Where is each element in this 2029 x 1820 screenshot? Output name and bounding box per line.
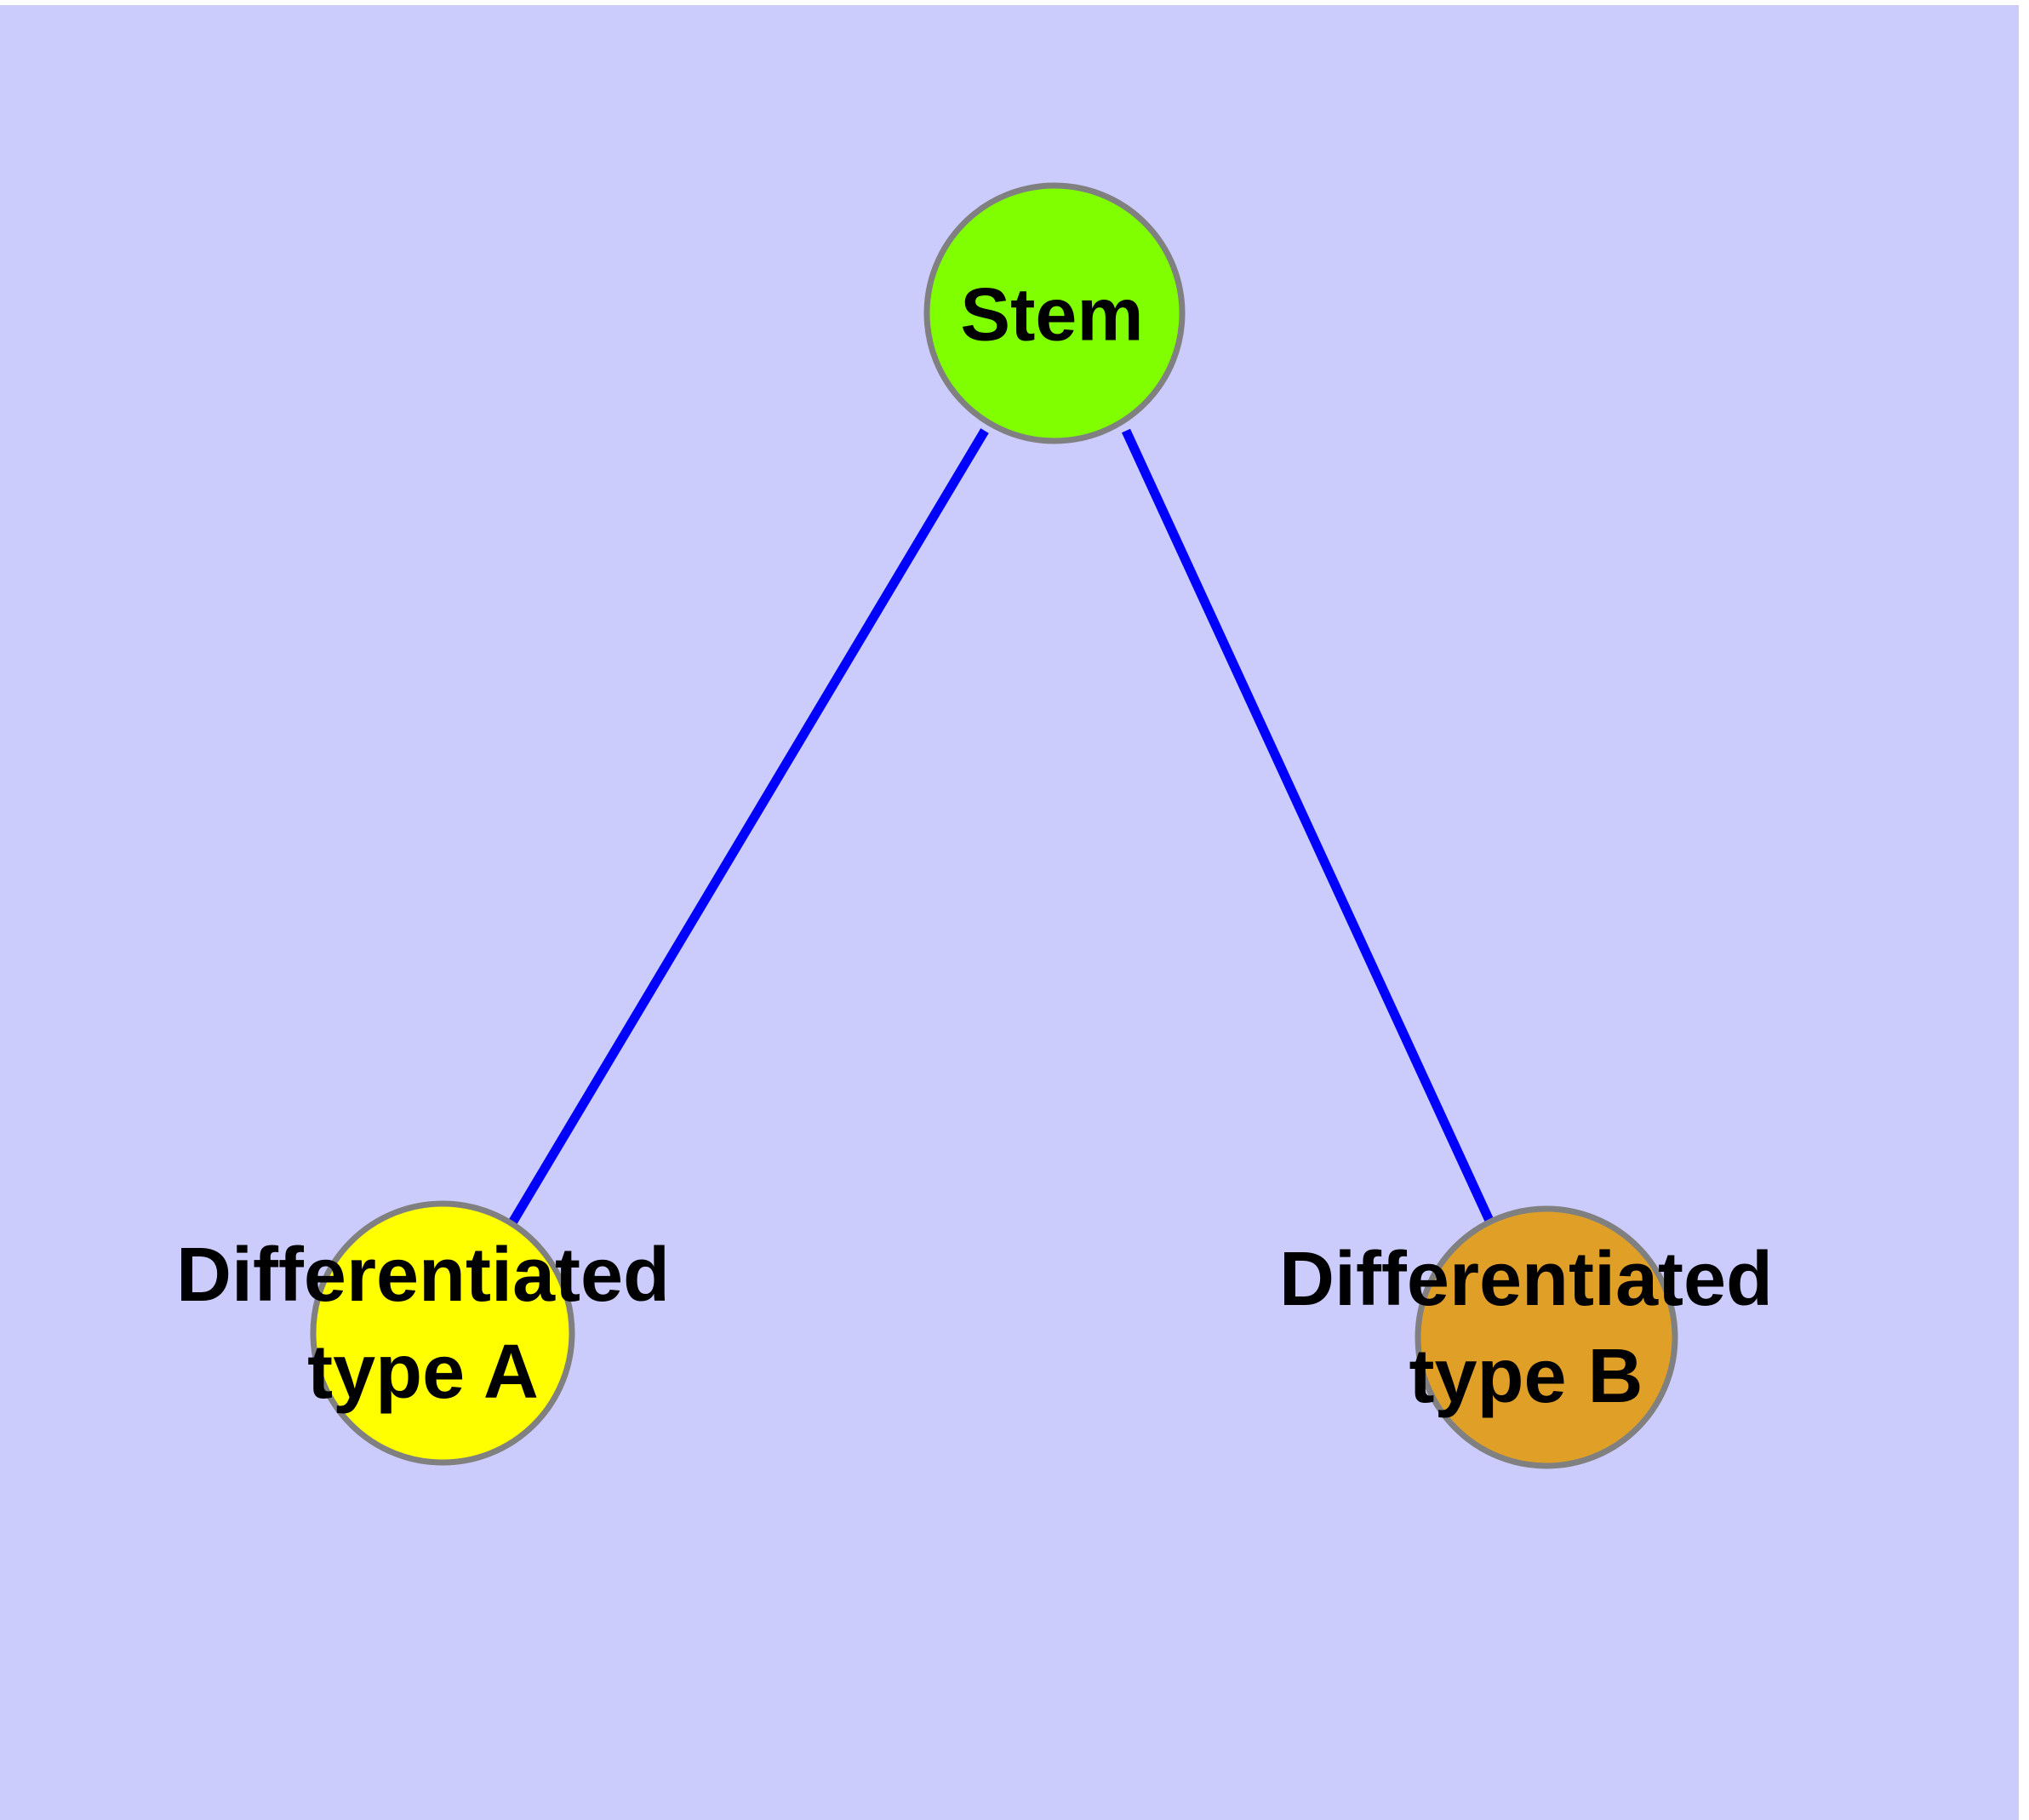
node-label-differentiated-type-a-line2: type A (307, 1330, 539, 1415)
node-label-differentiated-type-b-line2: type B (1409, 1334, 1643, 1419)
diagram-canvas: Stem Differentiated type A Differentiate… (0, 5, 2019, 1820)
edge-stem-to-differentiated-type-a[interactable] (507, 428, 989, 1227)
node-stem[interactable] (923, 182, 1186, 444)
lineage-graph: Stem Differentiated type A Differentiate… (176, 182, 1773, 1469)
node-label-stem: Stem (960, 272, 1143, 356)
label-group: Stem Differentiated type A Differentiate… (176, 272, 1773, 1419)
node-label-differentiated-type-a-line1: Differentiated (176, 1233, 670, 1318)
node-group (310, 182, 1678, 1469)
node-label-differentiated-type-b-line1: Differentiated (1279, 1237, 1773, 1322)
edge-stem-to-differentiated-type-b[interactable] (1122, 428, 1495, 1225)
edge-group (507, 428, 1495, 1227)
node-differentiated-type-a[interactable] (310, 1200, 575, 1466)
node-differentiated-type-b[interactable] (1415, 1205, 1678, 1469)
